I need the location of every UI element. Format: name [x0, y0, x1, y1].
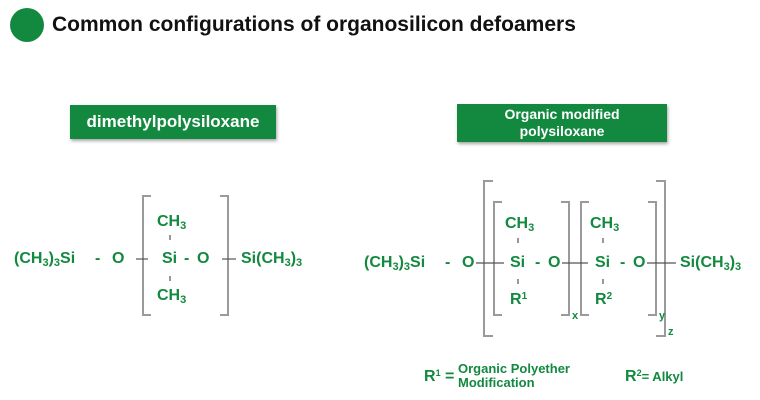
- unit2-silicon-atom: Si: [595, 254, 611, 271]
- y-bracket-open: [580, 201, 589, 316]
- unit1-r1-group: R1: [510, 291, 528, 308]
- subscript-y: y: [659, 310, 666, 322]
- left-end-group-left: (CH3)3Si: [14, 250, 76, 269]
- unit1-methyl-group: CH3: [505, 215, 535, 234]
- dash: -: [445, 254, 451, 271]
- left-end-group-right: Si(CH3)3: [241, 250, 303, 269]
- r2-legend: R2= Alkyl: [625, 368, 684, 385]
- page-title: Common configurations of organosilicon d…: [52, 13, 576, 36]
- r1-legend-description: Organic Polyether Modification: [458, 361, 570, 390]
- oxygen-atom: O: [462, 254, 475, 271]
- y-bracket-close: [648, 201, 657, 316]
- oxygen-atom: O: [548, 254, 561, 271]
- outer-bracket-close: [656, 180, 666, 337]
- dash: -: [535, 254, 541, 271]
- organic-modified-polysiloxane-label: Organic modified polysiloxane: [457, 104, 667, 142]
- right-end-group-left: (CH3)3Si: [364, 254, 426, 273]
- title-bullet-icon: [10, 8, 44, 42]
- subscript-z: z: [668, 326, 674, 338]
- methyl-group-bottom: CH3: [157, 287, 187, 306]
- unit2-methyl-group: CH3: [590, 215, 620, 234]
- label-line-1: Organic modified: [504, 106, 620, 122]
- r1-legend-symbol: R1 =: [424, 368, 455, 385]
- left-bracket-open: [142, 195, 151, 316]
- silicon-atom: Si: [162, 250, 178, 267]
- oxygen-atom: O: [633, 254, 646, 271]
- oxygen-atom: O: [112, 250, 125, 267]
- dash: -: [620, 254, 626, 271]
- subscript-x: x: [572, 310, 579, 322]
- oxygen-atom: O: [197, 250, 210, 267]
- x-bracket-close: [561, 201, 570, 316]
- x-bracket-open: [493, 201, 502, 316]
- label-line-2: polysiloxane: [519, 123, 605, 139]
- outer-bracket-open: [483, 180, 493, 337]
- left-bracket-close: [220, 195, 229, 316]
- unit1-silicon-atom: Si: [510, 254, 526, 271]
- methyl-group-top: CH3: [157, 213, 187, 232]
- unit2-r2-group: R2: [595, 291, 613, 308]
- dash: -: [95, 250, 101, 267]
- dash: -: [184, 250, 190, 267]
- dimethylpolysiloxane-label: dimethylpolysiloxane: [70, 105, 276, 139]
- right-end-group-right: Si(CH3)3: [680, 254, 742, 273]
